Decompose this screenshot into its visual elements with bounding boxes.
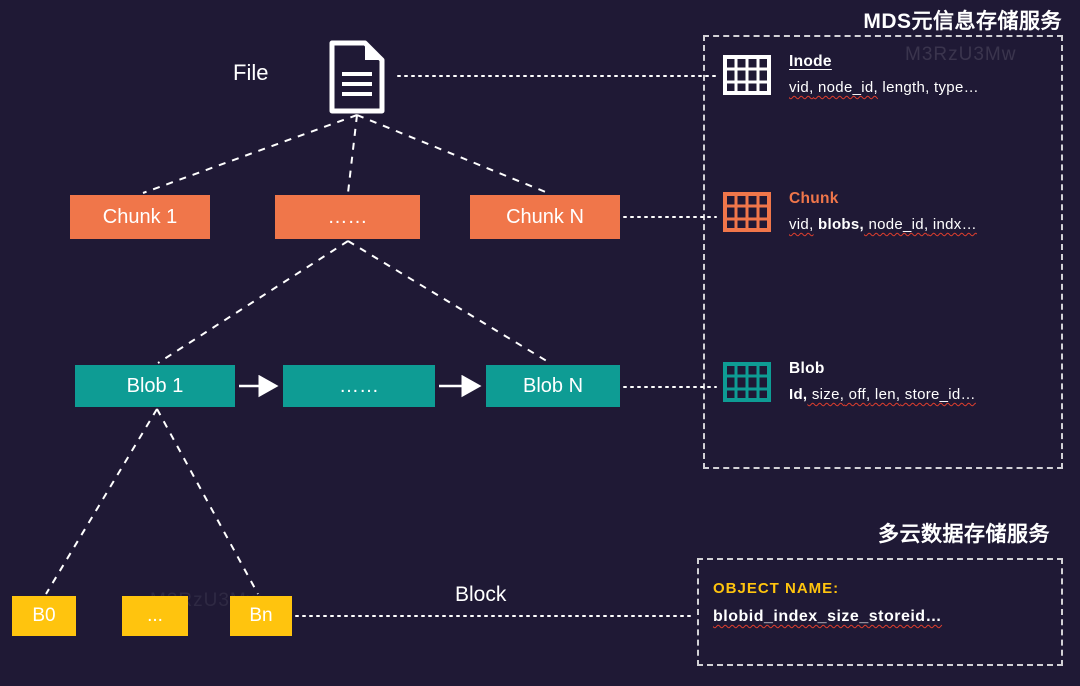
chunk-n-node: Chunk N xyxy=(470,195,620,239)
chunk-fields: vid, blobs, node_id, indx… xyxy=(789,216,977,233)
file-label: File xyxy=(233,60,269,85)
block-ellipsis-node: ... xyxy=(122,596,188,636)
chunk-1-node: Chunk 1 xyxy=(70,195,210,239)
mds-entry-text: Chunk vid, blobs, node_id, indx… xyxy=(789,190,1059,235)
table-icon xyxy=(723,55,771,100)
object-name-panel: OBJECT NAME: blobid_index_size_storeid… xyxy=(697,558,1063,666)
block-label: Block xyxy=(455,583,507,606)
object-name-value: blobid_index_size_storeid… xyxy=(713,608,943,625)
table-icon xyxy=(723,362,771,407)
blob-1-node: Blob 1 xyxy=(75,365,235,407)
block-bn-node: Bn xyxy=(230,596,292,636)
block-b0-node: B0 xyxy=(12,596,76,636)
table-icon xyxy=(723,192,771,237)
watermark-text: M3RzU3Mw xyxy=(905,44,1017,65)
mds-panel: Inode vid, node_id, length, type… Chunk … xyxy=(703,35,1063,469)
mds-entry-text: Inode vid, node_id, length, type… xyxy=(789,53,1059,98)
blob-fields: Id, size, off, len, store_id… xyxy=(789,386,976,403)
mds-entry-text: Blob Id, size, off, len, store_id… xyxy=(789,360,1059,405)
chunk-name: Chunk xyxy=(789,190,839,207)
object-name-label: OBJECT NAME: xyxy=(713,580,840,597)
blob-ellipsis-node: …… xyxy=(283,365,435,407)
blob-n-node: Blob N xyxy=(486,365,620,407)
inode-fields: vid, node_id, length, type… xyxy=(789,79,979,96)
mds-panel-title: MDS元信息存储服务 xyxy=(863,10,1062,33)
file-document-icon xyxy=(325,38,389,121)
cloud-panel-title: 多云数据存储服务 xyxy=(878,523,1050,546)
chunk-ellipsis-node: …… xyxy=(275,195,420,239)
blob-name: Blob xyxy=(789,360,825,377)
inode-name: Inode xyxy=(789,53,832,70)
